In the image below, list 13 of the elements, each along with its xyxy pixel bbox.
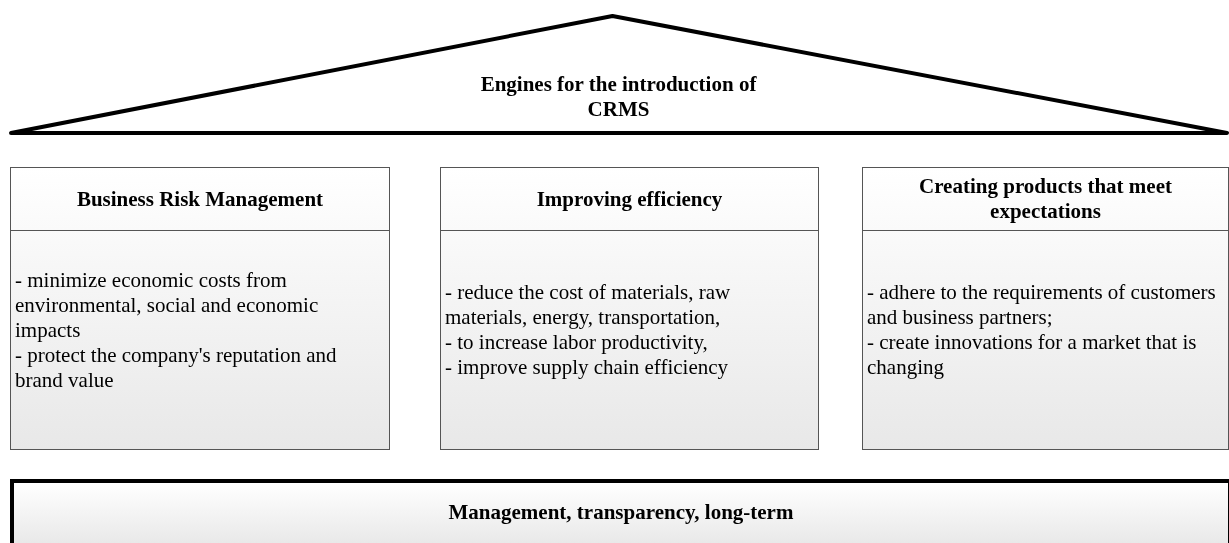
roof-triangle [8,12,1229,136]
foundation-label: Management, transparency, long-term [448,500,794,525]
pillar-heading: Creating products that meet expectations [918,174,1173,224]
pillar-box [10,167,390,450]
foundation-box [10,479,1229,543]
pillar-box [862,167,1229,450]
pillar-text: - minimize economic costs from environmental, social and economic impacts - protect the company's reputation and brand value [15,267,338,393]
pillar-text: - reduce the cost of materials, raw materials, energy, transportation, - to increase labor productivity, - improve supply chain efficiency [445,280,732,380]
roof-title: Engines for the introduction of CRMS [479,72,758,122]
pillar-heading: Business Risk Management [76,186,324,212]
pillar-heading: Improving efficiency [536,186,723,212]
pillar-box [440,167,819,450]
pillar-text: - adhere to the requirements of customers and business partners; - create innovations for a market that is changing [867,280,1217,380]
